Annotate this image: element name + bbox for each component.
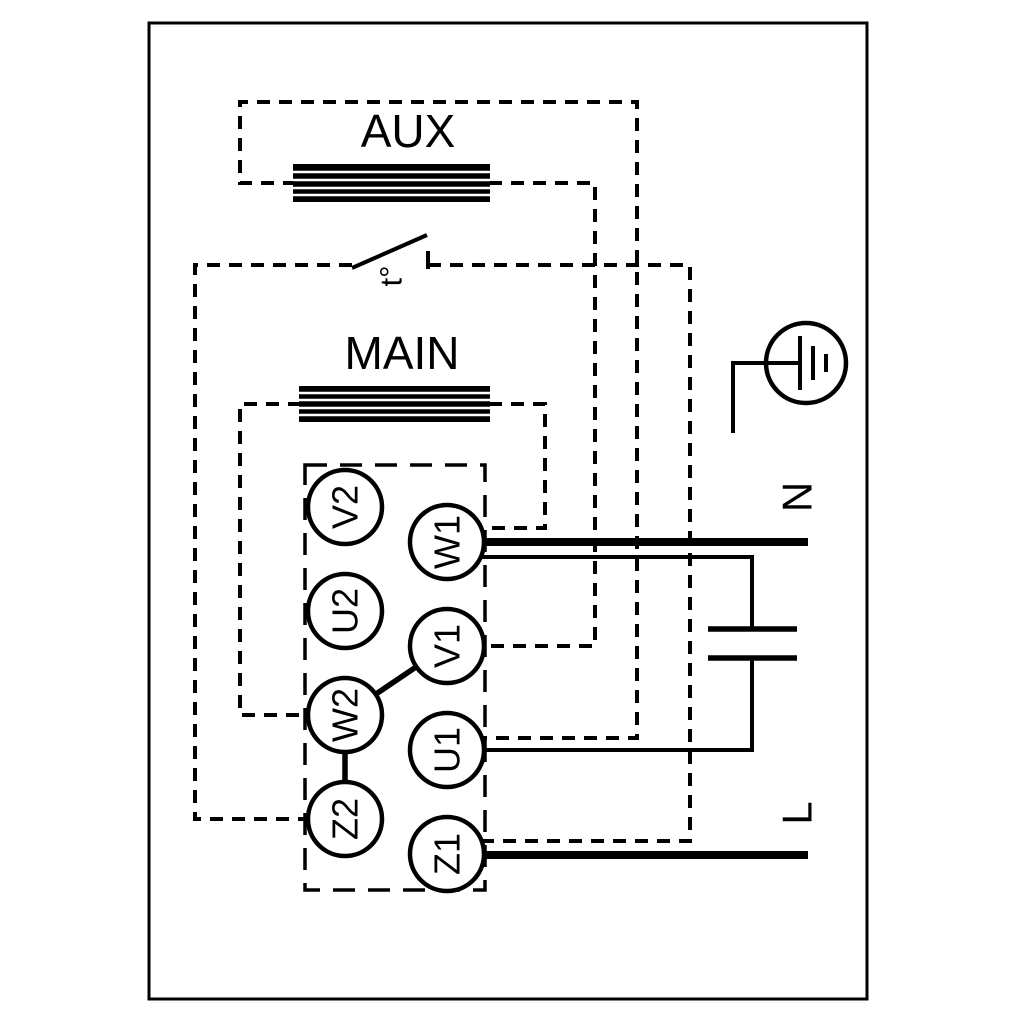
- terminal-v2: [305, 467, 385, 547]
- terminal-v1: [407, 606, 487, 686]
- terminal-label-v1: V1: [427, 624, 468, 668]
- aux-label: AUX: [361, 105, 456, 157]
- terminal-label-u1: U1: [427, 727, 468, 773]
- terminal-label-v2: V2: [325, 485, 366, 529]
- wire-aux-to-u1: [238, 100, 639, 740]
- ground-symbol: [731, 320, 849, 433]
- main-winding: [299, 386, 490, 422]
- terminal-label-u2: U2: [325, 588, 366, 634]
- jumper-w2-v1: [374, 664, 418, 697]
- thermal-switch: [351, 233, 430, 270]
- thermal-switch-label: t°: [374, 265, 409, 286]
- main-winding-body: [299, 386, 490, 422]
- aux-winding: [293, 164, 490, 202]
- ground-circle: [763, 320, 849, 406]
- terminal-box: [303, 463, 487, 892]
- wire-switch-to-z2: [193, 263, 352, 821]
- terminal-label-z1: Z1: [427, 833, 468, 875]
- wire-main-to-w2: [238, 402, 308, 717]
- capacitor-feed-top: [482, 555, 754, 629]
- wire-main-to-w1: [483, 402, 547, 530]
- main-label: MAIN: [345, 327, 460, 379]
- aux-winding-body: [293, 164, 490, 202]
- wire-switch-to-z1: [428, 263, 692, 843]
- neutral-label: N: [774, 482, 821, 512]
- terminal-label-z2: Z2: [325, 798, 366, 840]
- thermal-switch-blade: [351, 233, 428, 270]
- capacitor-feed-bottom: [484, 658, 754, 752]
- ground-lead: [731, 361, 768, 433]
- line-label: L: [774, 801, 821, 824]
- terminal-label-w2: W2: [325, 688, 366, 742]
- terminal-label-w1: W1: [427, 515, 468, 569]
- terminal-u2: [305, 571, 385, 651]
- capacitor: [482, 555, 797, 752]
- diagram-border: [147, 21, 869, 1001]
- wire-aux-to-v1: [484, 181, 597, 648]
